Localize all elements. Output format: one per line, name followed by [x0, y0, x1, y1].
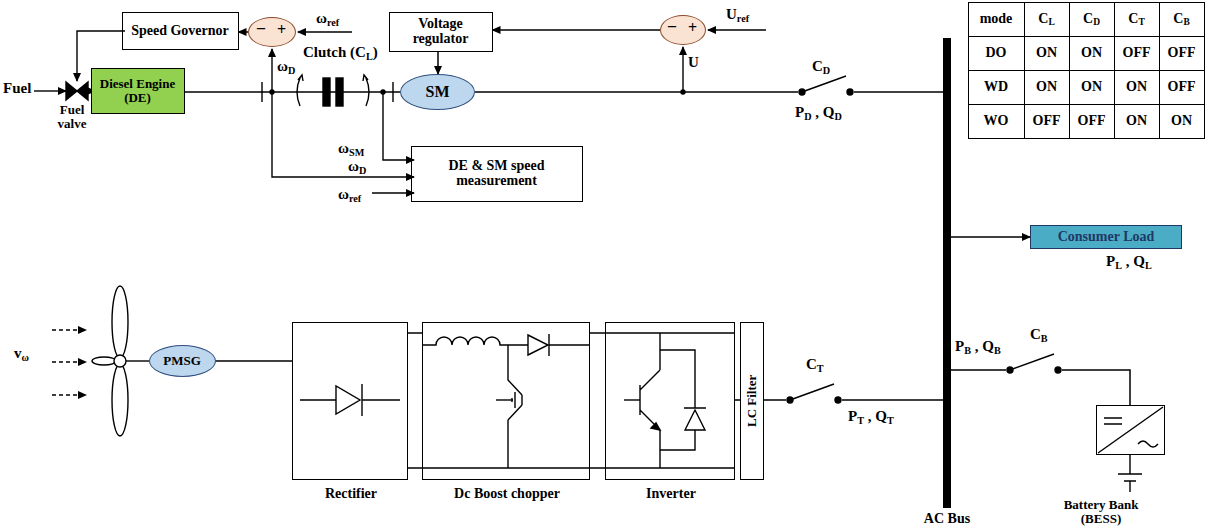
node-text: Speed Governor — [127, 24, 233, 39]
node-text: Dc Boost chopper — [423, 487, 591, 502]
connector — [216, 360, 293, 362]
signal-label: PD , QD — [795, 104, 842, 121]
table-cell: ON — [1024, 36, 1069, 70]
signal-label: ωD — [277, 58, 295, 75]
node-text: LC Filter — [745, 375, 759, 427]
table-cell: mode — [968, 2, 1024, 36]
node-text: Battery Bank (BESS) — [1061, 498, 1141, 525]
node-text: Inverter — [606, 487, 736, 502]
signal-label: U — [688, 54, 699, 71]
table-cell: CT — [1114, 2, 1159, 36]
table-cell: OFF — [1159, 70, 1204, 104]
table-cell: ON — [1069, 70, 1114, 104]
engine-box: Diesel Engine (DE) — [91, 68, 185, 114]
connector — [951, 236, 1030, 238]
signal-label: PT , QT — [848, 408, 894, 425]
table-cell: ON — [1114, 104, 1159, 138]
table-cell: WD — [968, 70, 1024, 104]
table-cell: CD — [1069, 2, 1114, 36]
table-cell: ON — [1159, 104, 1204, 138]
controller-box: Speed Governor — [122, 12, 239, 50]
table-cell: OFF — [1114, 36, 1159, 70]
signal-label: CB — [1030, 326, 1048, 343]
table-cell: DO — [968, 36, 1024, 70]
node-text: _ — [668, 12, 676, 29]
signal-label: ωref — [338, 186, 361, 203]
table-cell: ON — [1024, 70, 1069, 104]
node-text: _ — [257, 14, 265, 31]
signal-label: Fuel — [3, 80, 31, 97]
table-cell: OFF — [1159, 36, 1204, 70]
table-cell: WO — [968, 104, 1024, 138]
machine-ellipse: SM — [400, 74, 475, 110]
generator-ellipse: PMSG — [149, 345, 216, 377]
signal-label: Uref — [726, 6, 749, 23]
node-text: AC Bus — [913, 512, 981, 527]
node-text: Consumer Load — [1054, 230, 1159, 245]
signal-label: ωSM — [338, 140, 364, 157]
connector — [185, 91, 401, 93]
table-cell: ON — [1114, 70, 1159, 104]
filter-box: LC Filter — [740, 322, 764, 480]
signal-label: CT — [806, 356, 824, 373]
connector — [408, 332, 422, 334]
node-text: + — [688, 20, 697, 37]
signal-label: CD — [812, 58, 830, 75]
summing-junction: _+ — [660, 15, 706, 45]
converter-box: Dc Boost chopper — [422, 322, 590, 480]
table-cell: CL — [1024, 2, 1069, 36]
measurement-box: DE & SM speed measurement — [411, 146, 583, 202]
signal-label: ωref — [316, 10, 339, 27]
connector — [239, 31, 249, 33]
connector — [475, 91, 943, 93]
controller-box: Voltage regulator — [389, 12, 493, 52]
converter-box: Inverter — [605, 322, 735, 480]
node-text: Diesel Engine (DE) — [92, 77, 184, 104]
ac-bus-bar: AC Bus — [943, 38, 951, 508]
signal-label: ωD — [348, 158, 366, 175]
converter-box: Rectifier — [292, 322, 408, 480]
battery-converter-box: Battery Bank (BESS) — [1096, 405, 1165, 455]
table-cell: CB — [1159, 2, 1204, 36]
node-text: PMSG — [159, 354, 205, 368]
signal-label: PL , QL — [1106, 253, 1152, 270]
table-cell: OFF — [1024, 104, 1069, 138]
table-cell: ON — [1069, 36, 1114, 70]
summing-junction: _+ — [248, 17, 296, 47]
node-text: Rectifier — [293, 487, 409, 502]
node-text: + — [277, 22, 286, 39]
table-cell: OFF — [1069, 104, 1114, 138]
node-text: Voltage regulator — [390, 17, 492, 46]
connector — [493, 29, 661, 31]
signal-label: vω — [14, 345, 29, 362]
signal-label: PB , QB — [955, 338, 1001, 355]
node-text: SM — [422, 84, 454, 101]
signal-label: Clutch (CL) — [303, 44, 378, 61]
connector — [590, 332, 605, 334]
node-text: DE & SM speed measurement — [412, 159, 582, 188]
load-box: Consumer Load — [1030, 225, 1182, 249]
signal-label: Fuel valve — [50, 103, 94, 132]
connector — [437, 52, 439, 74]
